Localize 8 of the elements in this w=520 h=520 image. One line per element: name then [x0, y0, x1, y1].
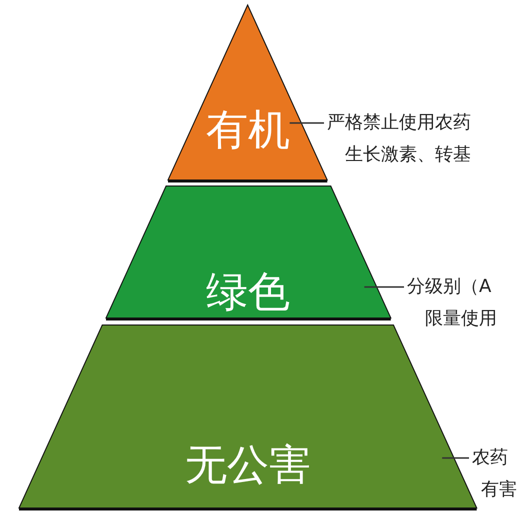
annotation-text: 农药有害 — [472, 446, 517, 502]
tier-label: 无公害 — [184, 444, 312, 486]
tier-label: 绿色 — [204, 271, 291, 313]
leader-line — [364, 286, 404, 288]
tier-label: 有机 — [205, 109, 291, 151]
annotation-text: 严格禁止使用农药生长激素、转基 — [327, 111, 471, 167]
annotation-text: 分级别（A限量使用 — [407, 275, 497, 331]
leader-line — [290, 122, 324, 124]
